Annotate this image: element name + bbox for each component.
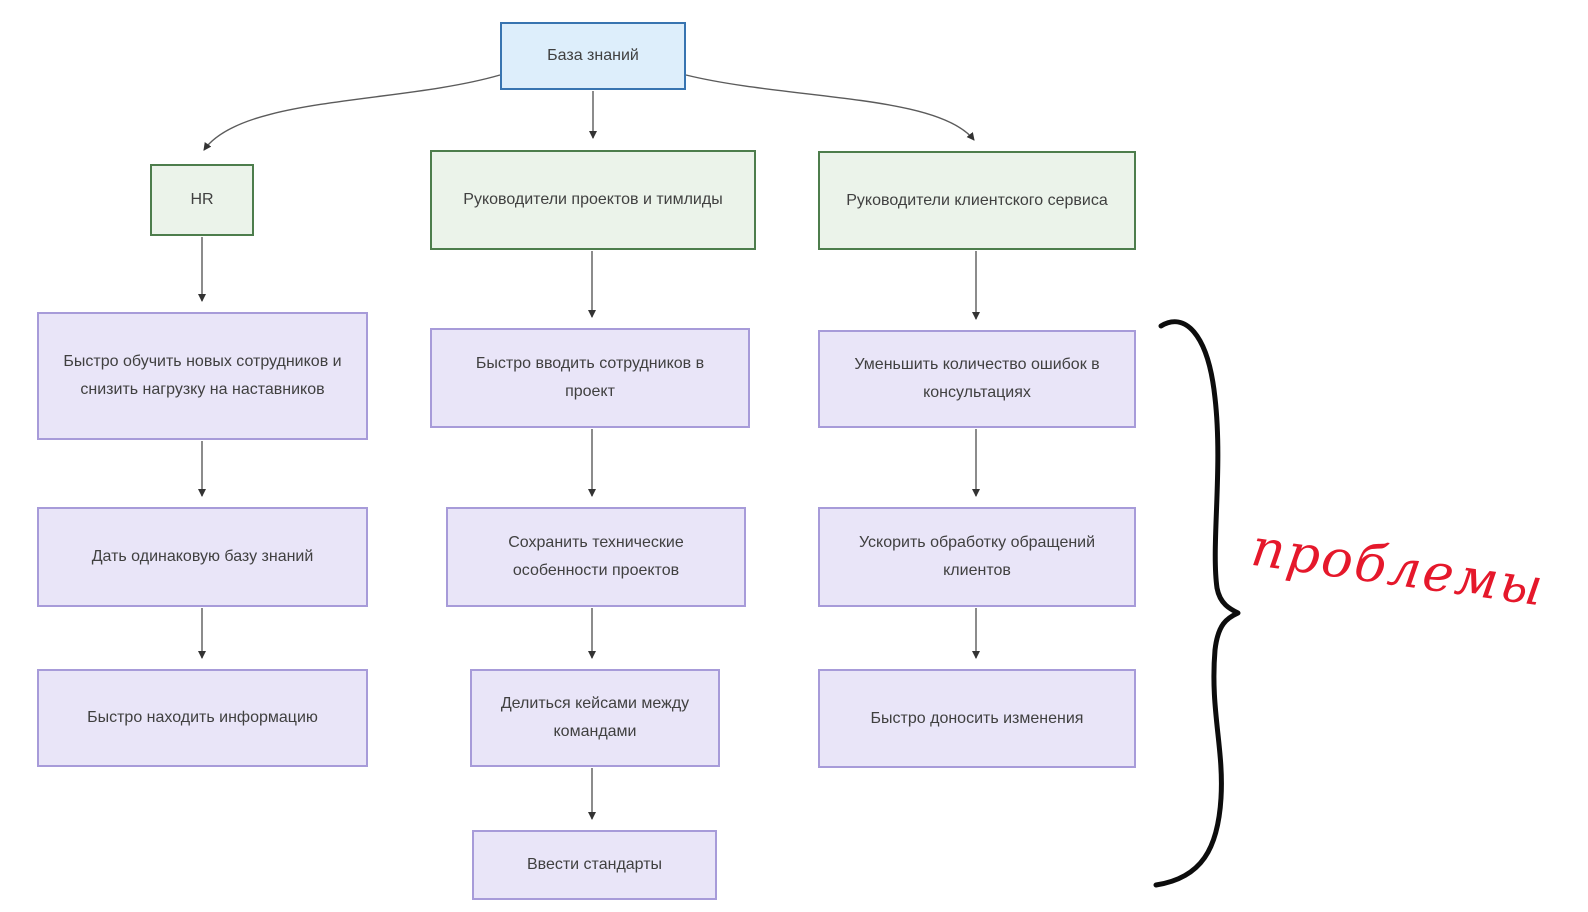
node-task-hr-3[interactable]: Быстро находить информацию [37,669,368,767]
node-task-cs-3[interactable]: Быстро доносить изменения [818,669,1136,768]
node-knowledge-base[interactable]: База знаний [500,22,686,90]
node-branch-client-service[interactable]: Руководители клиентского сервиса [818,151,1136,250]
node-task-hr-2[interactable]: Дать одинаковую базу знаний [37,507,368,607]
node-task-pm-1[interactable]: Быстро вводить сотрудников в проект [430,328,750,428]
connector-root-hr [203,74,501,151]
node-task-hr-1[interactable]: Быстро обучить новых сотрудников и снизи… [37,312,368,440]
node-branch-project-managers[interactable]: Руководители проектов и тимлиды [430,150,756,250]
curly-brace [1153,319,1241,888]
node-task-pm-3[interactable]: Делиться кейсами между командами [470,669,720,767]
node-task-pm-2[interactable]: Сохранить технические особенности проект… [446,507,746,607]
node-branch-hr[interactable]: HR [150,164,254,236]
node-task-cs-2[interactable]: Ускорить обработку обращений клиентов [818,507,1136,607]
connector-root-cs [685,74,975,141]
node-task-pm-4[interactable]: Ввести стандарты [472,830,717,900]
node-task-cs-1[interactable]: Уменьшить количество ошибок в консультац… [818,330,1136,428]
